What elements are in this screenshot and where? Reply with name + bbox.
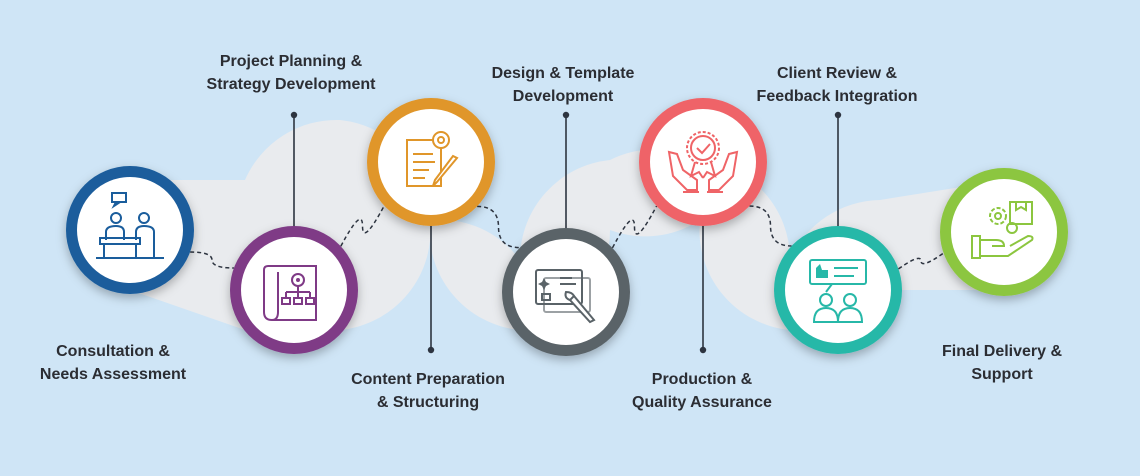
step-label-line2: Strategy Development xyxy=(206,76,376,93)
step-label: Production & Quality Assurance xyxy=(632,368,772,414)
step-label-line1: Final Delivery & xyxy=(941,343,1063,360)
step-label: Project Planning & Strategy Development xyxy=(207,50,376,96)
leader-lines xyxy=(290,111,842,354)
feedback-review-icon xyxy=(809,259,867,323)
dashed-connector xyxy=(611,205,658,249)
leader-dot xyxy=(427,346,435,354)
dashed-connector xyxy=(477,205,520,249)
leader-dot xyxy=(562,111,570,119)
step-label-line1: Design & Template xyxy=(491,65,635,82)
step-label-line2: Feedback Integration xyxy=(756,88,918,105)
dashed-connector xyxy=(190,251,234,269)
step-inner-circle xyxy=(785,237,891,343)
step-label-line1: Content Preparation xyxy=(351,371,505,388)
step-label: Content Preparation & Structuring xyxy=(351,368,505,414)
leader-dot xyxy=(699,346,707,354)
step-label-line1: Client Review & xyxy=(776,65,898,82)
step-node xyxy=(367,98,495,226)
step-node xyxy=(940,168,1068,296)
step-node xyxy=(230,226,358,354)
step-label-line2: Support xyxy=(971,366,1033,383)
step-label-line1: Project Planning & xyxy=(219,53,363,70)
delivery-box-hand-icon xyxy=(971,201,1034,259)
design-brush-icon xyxy=(535,269,596,324)
dashed-connector xyxy=(749,205,792,247)
step-node xyxy=(502,228,630,356)
step-label-line2: Quality Assurance xyxy=(632,394,772,411)
step-inner-circle xyxy=(650,109,756,215)
step-inner-circle xyxy=(77,177,183,283)
step-label-line2: Development xyxy=(512,88,614,105)
step-node xyxy=(66,166,194,294)
quality-badge-hands-icon xyxy=(667,131,739,193)
step-node xyxy=(774,226,902,354)
step-label: Consultation & Needs Assessment xyxy=(40,340,186,386)
step-node xyxy=(639,98,767,226)
leader-dot xyxy=(834,111,842,119)
dashed-connectors xyxy=(190,205,945,270)
consultation-icon xyxy=(96,192,164,259)
leader-dot xyxy=(290,111,298,119)
step-label-line1: Consultation & xyxy=(56,343,170,360)
step-inner-circle xyxy=(241,237,347,343)
step-inner-circle xyxy=(951,179,1057,285)
step-label-line1: Production & xyxy=(651,371,753,388)
dashed-connector xyxy=(340,205,385,247)
step-label-line2: Needs Assessment xyxy=(39,366,187,383)
step-label: Client Review & Feedback Integration xyxy=(757,62,918,108)
step-circles xyxy=(66,98,1068,356)
document-gear-icon xyxy=(406,131,459,187)
step-label-line2: & Structuring xyxy=(376,394,480,411)
step-label: Final Delivery & Support xyxy=(942,340,1062,386)
planning-flowchart-icon xyxy=(263,265,317,321)
